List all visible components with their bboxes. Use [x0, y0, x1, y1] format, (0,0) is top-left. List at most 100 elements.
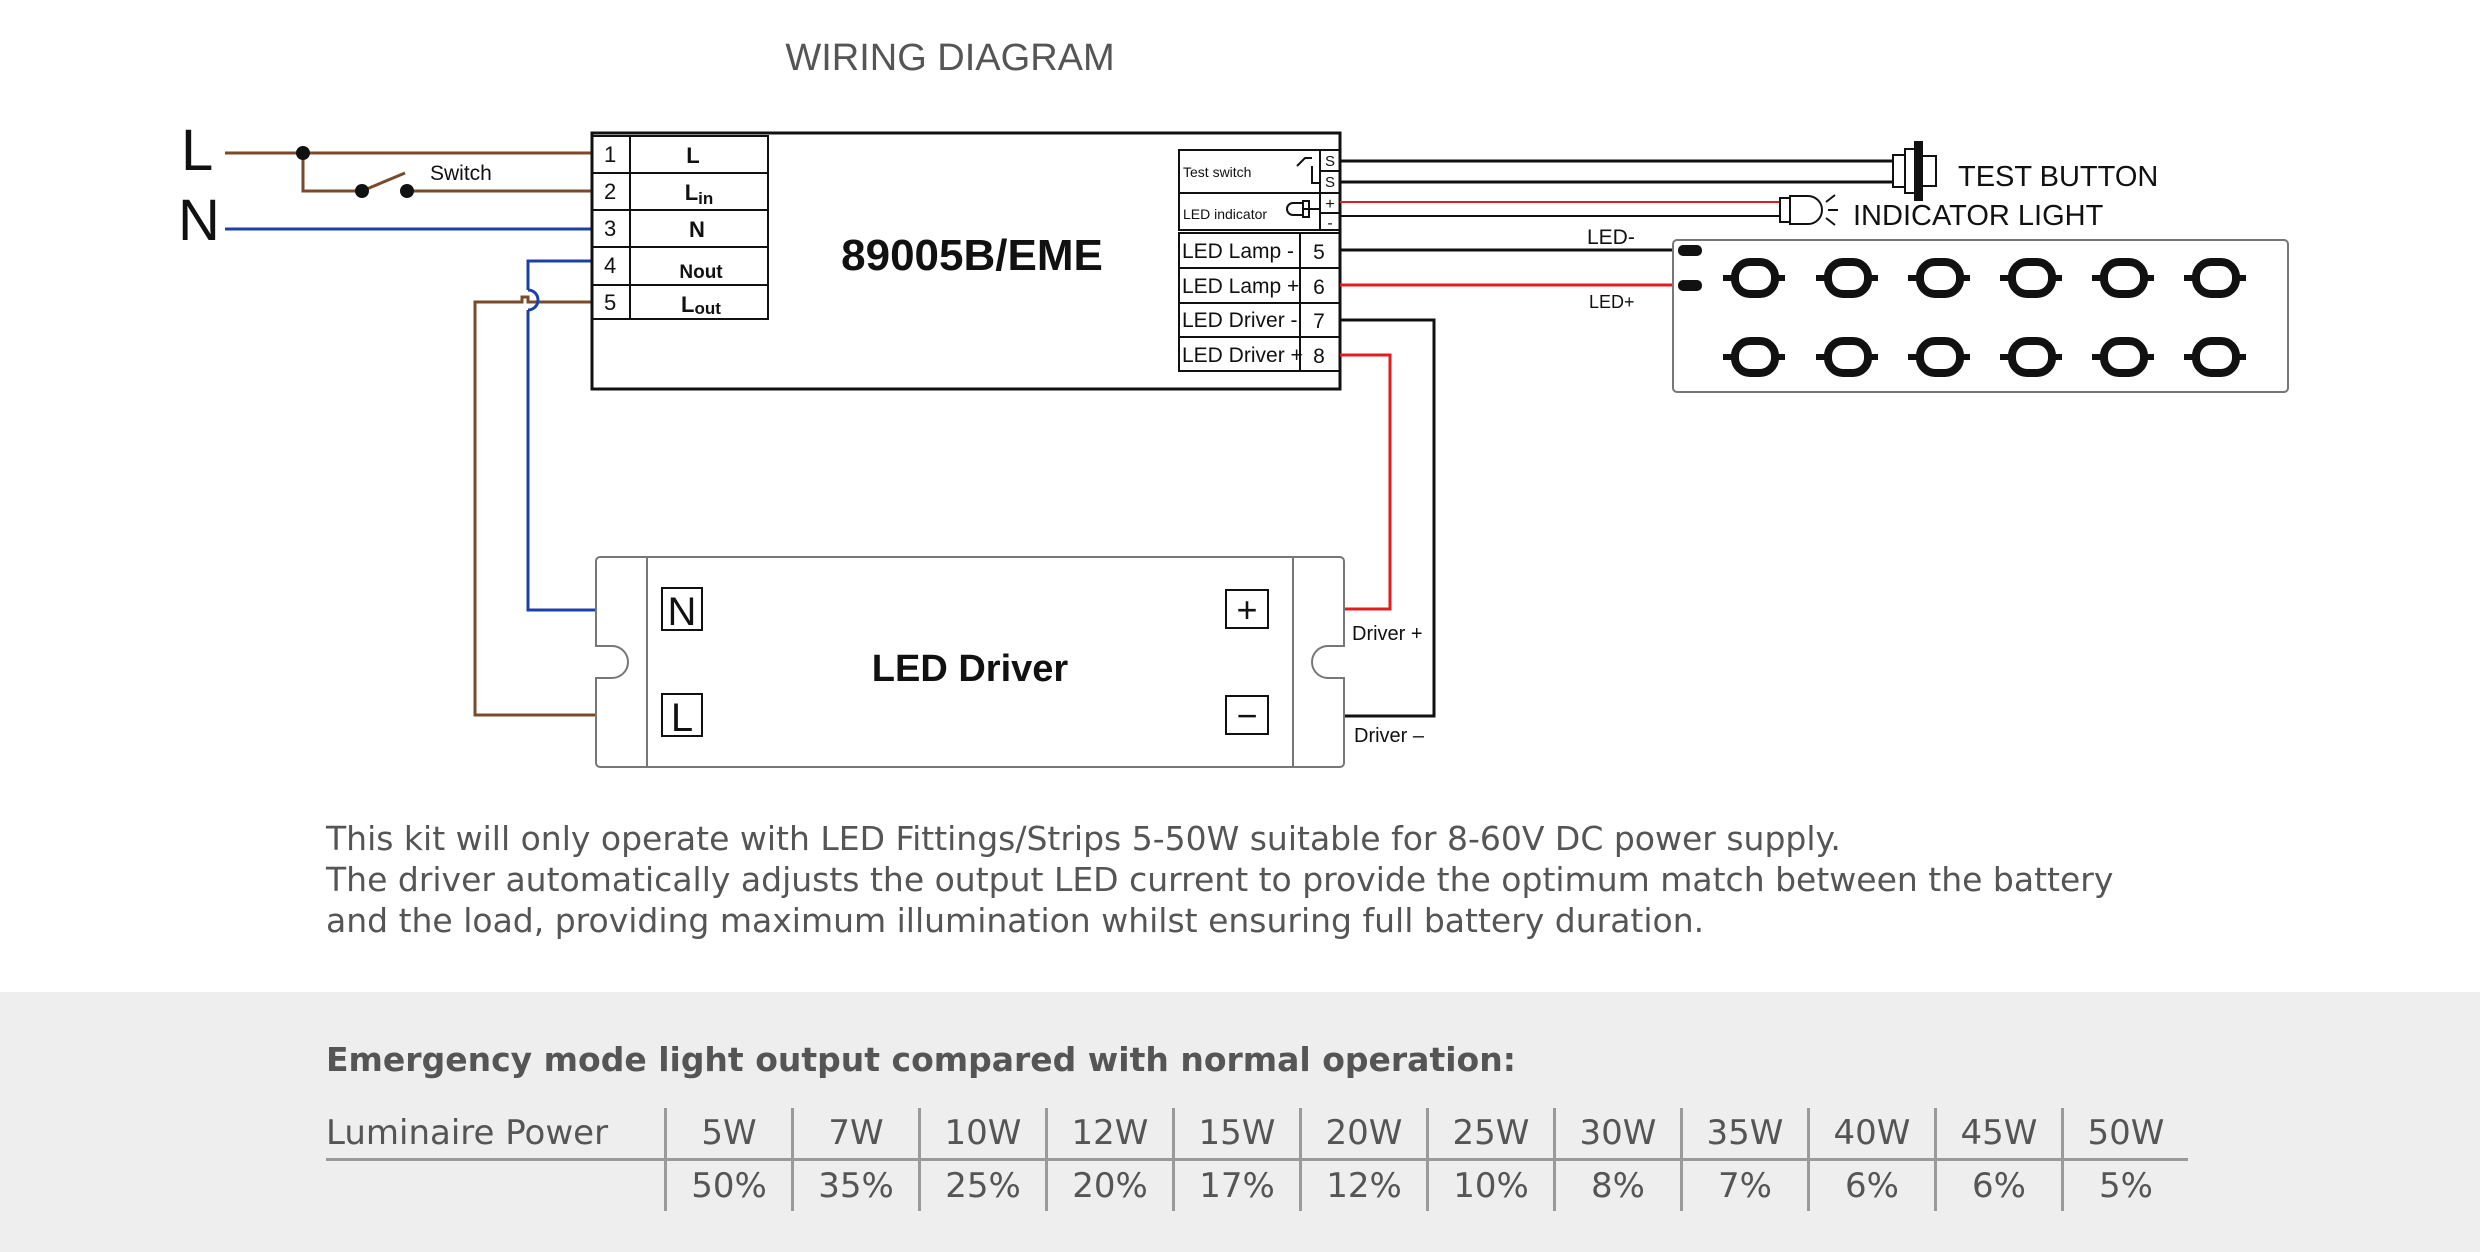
- terminal-2-number: 2: [604, 179, 616, 204]
- led-chip: [2000, 258, 2062, 298]
- switch-contact-right: [400, 184, 414, 198]
- led-strip-plus-pad: [1678, 280, 1702, 291]
- driver-plus-terminal: +: [1236, 589, 1257, 630]
- terminal-1-number: 1: [604, 142, 616, 167]
- test-button-icon: [1892, 141, 1937, 201]
- output-cell: 6%: [1934, 1159, 2063, 1211]
- power-cell: 5W: [664, 1108, 793, 1161]
- output-cell: 35%: [791, 1159, 920, 1211]
- description-line-2: The driver automatically adjusts the out…: [326, 860, 2114, 899]
- led-chip: [1723, 258, 1785, 298]
- led-chip: [2000, 337, 2062, 377]
- switch-contact-left: [355, 184, 369, 198]
- output-section: Emergency mode light output compared wit…: [0, 992, 2480, 1252]
- power-cell: 45W: [1934, 1108, 2063, 1161]
- terminal-3-number: 3: [604, 216, 616, 241]
- output-label-led-lamp-plus: LED Lamp +: [1182, 275, 1299, 298]
- led-driver-name: LED Driver: [872, 648, 1069, 690]
- output-cell: 8%: [1553, 1159, 1682, 1211]
- plus-label: +: [1325, 196, 1334, 213]
- terminal-4-label: Nout: [679, 262, 723, 283]
- led-chip: [2092, 337, 2154, 377]
- s-bottom-label: S: [1325, 174, 1335, 191]
- output-num-7: 7: [1313, 310, 1325, 333]
- led-minus-label: LED-: [1587, 226, 1635, 249]
- power-cell: 10W: [918, 1108, 1047, 1161]
- live-wires: [225, 151, 662, 717]
- neutral-supply-label: N: [178, 188, 220, 253]
- power-cell: 12W: [1045, 1108, 1174, 1161]
- test-button-wires: [1340, 159, 1902, 184]
- power-cell: 35W: [1680, 1108, 1809, 1161]
- power-cell: 30W: [1553, 1108, 1682, 1161]
- output-num-5: 5: [1313, 241, 1325, 264]
- terminal-5-label: Lout: [681, 292, 721, 318]
- test-switch-label: Test switch: [1183, 164, 1251, 180]
- output-num-8: 8: [1313, 345, 1325, 368]
- minus-label: -: [1327, 215, 1332, 232]
- led-chips: [1723, 258, 2246, 377]
- power-cell: 7W: [791, 1108, 920, 1161]
- output-label-led-lamp-minus: LED Lamp -: [1182, 240, 1294, 263]
- s-top-label: S: [1325, 153, 1335, 170]
- indicator-light-label: INDICATOR LIGHT: [1853, 200, 2104, 232]
- driver-l-terminal: L: [671, 696, 693, 740]
- power-cell: 20W: [1299, 1108, 1428, 1161]
- terminal-4-number: 4: [604, 253, 616, 278]
- output-cell: 7%: [1680, 1159, 1809, 1211]
- led-chip: [1723, 337, 1785, 377]
- power-cell: 40W: [1807, 1108, 1936, 1161]
- test-button-label: TEST BUTTON: [1958, 161, 2158, 193]
- driver-terminals: [661, 587, 1269, 737]
- output-cell: 5%: [2061, 1159, 2188, 1211]
- indicator-light-icon: [1779, 194, 1838, 226]
- diagram-title: WIRING DIAGRAM: [785, 37, 1114, 79]
- module-name: 89005B/EME: [841, 231, 1103, 280]
- output-cell: 17%: [1172, 1159, 1301, 1211]
- led-chip: [1908, 337, 1970, 377]
- row-label-empty: [326, 1159, 667, 1211]
- driver-minus-terminal: −: [1236, 695, 1257, 736]
- led-chip: [2092, 258, 2154, 298]
- driver-negative-wire: [1268, 318, 1436, 718]
- terminal-2-label: Lin: [685, 180, 714, 208]
- output-cell: 50%: [664, 1159, 793, 1211]
- power-cell: 25W: [1426, 1108, 1555, 1161]
- terminal-block: [591, 135, 769, 320]
- output-cell: 6%: [1807, 1159, 1936, 1211]
- power-cell: 15W: [1172, 1108, 1301, 1161]
- output-cell: 25%: [918, 1159, 1047, 1211]
- driver-minus-label: Driver –: [1354, 725, 1425, 747]
- output-terminals: [1178, 232, 1341, 372]
- wiring-diagram: WIRING DIAGRAM L N Switch 89005B/EME 1 2…: [178, 37, 2289, 768]
- live-junction: [296, 146, 310, 160]
- output-label-led-driver-minus: LED Driver -: [1182, 309, 1298, 332]
- output-row: 50%35%25%20%17%12%10%8%7%6%6%5%: [326, 1159, 2188, 1211]
- description-line-3: and the load, providing maximum illumina…: [326, 901, 1705, 940]
- switch-label: Switch: [430, 162, 492, 185]
- led-chip: [2184, 337, 2246, 377]
- side-panel: [1178, 149, 1341, 231]
- driver-n-terminal: N: [668, 590, 697, 634]
- terminal-5-number: 5: [604, 290, 616, 315]
- led-plus-label: LED+: [1589, 292, 1635, 312]
- led-chip: [2184, 258, 2246, 298]
- led-driver-body: [595, 556, 1345, 768]
- led-chip: [1908, 258, 1970, 298]
- driver-plus-label: Driver +: [1352, 623, 1423, 645]
- led-chip: [1816, 258, 1878, 298]
- led-strip-minus-pad: [1678, 245, 1702, 256]
- power-cell: 50W: [2061, 1108, 2188, 1161]
- description: This kit will only operate with LED Fitt…: [326, 818, 2226, 941]
- description-line-1: This kit will only operate with LED Fitt…: [326, 819, 1841, 858]
- output-num-6: 6: [1313, 276, 1325, 299]
- output-table-title: Emergency mode light output compared wit…: [326, 1040, 1516, 1079]
- output-label-led-driver-plus: LED Driver +: [1182, 344, 1303, 367]
- terminal-3-label: N: [689, 217, 705, 242]
- row-label-luminaire-power: Luminaire Power: [326, 1108, 666, 1161]
- terminal-1-label: L: [686, 143, 699, 168]
- output-cell: 10%: [1426, 1159, 1555, 1211]
- led-chip: [1816, 337, 1878, 377]
